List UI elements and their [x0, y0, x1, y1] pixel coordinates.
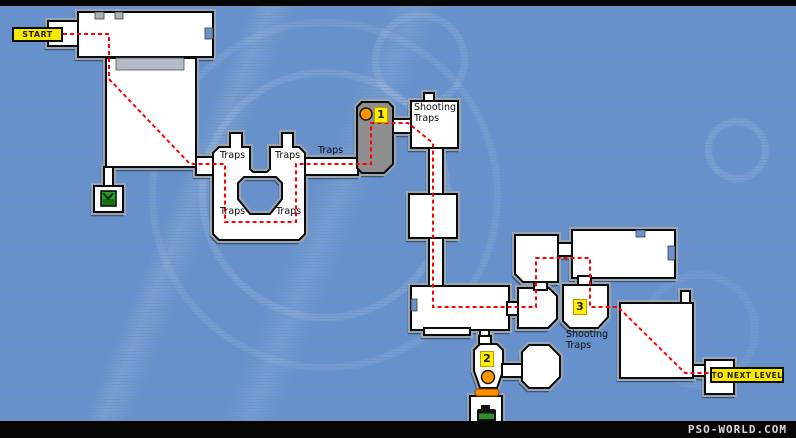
item-box-icon	[477, 405, 496, 422]
waypoint-dot-1-icon	[359, 107, 373, 121]
marker-2-badge: 2	[480, 351, 494, 367]
start-hall-notch-3	[204, 27, 214, 40]
marker-3-badge: 3	[573, 299, 587, 315]
start-hall-notch-2	[114, 11, 124, 20]
traps-label-5: Traps	[276, 206, 302, 217]
traps-label-2: Traps	[275, 150, 301, 161]
traps-label-3: Traps	[318, 145, 344, 156]
traps-label-4: Traps	[220, 206, 246, 217]
northeast-hall-notch-1	[635, 229, 646, 238]
site-watermark: PSO-WORLD.COM	[687, 423, 787, 436]
shooting-traps-label-2: Shooting Traps	[566, 329, 609, 351]
west-hall-recess	[115, 57, 185, 71]
warp-pad-icon	[100, 190, 117, 207]
long-south-notch	[410, 298, 418, 312]
bottom-border-bar: PSO-WORLD.COM	[0, 421, 796, 438]
shooting-traps-label-1: Shooting Traps	[414, 102, 457, 124]
next-level-badge: TO NEXT LEVEL	[710, 367, 784, 383]
door-bar-icon	[474, 388, 500, 397]
traps-label-1: Traps	[220, 150, 246, 161]
northeast-hall-notch-2	[667, 245, 676, 261]
top-border-bar	[0, 0, 796, 6]
marker-1-badge: 1	[374, 107, 388, 123]
waypoint-dot-2-icon	[480, 369, 496, 385]
start-badge: START	[12, 27, 63, 42]
rooms-layer	[47, 11, 735, 429]
start-hall-notch-1	[94, 11, 105, 20]
